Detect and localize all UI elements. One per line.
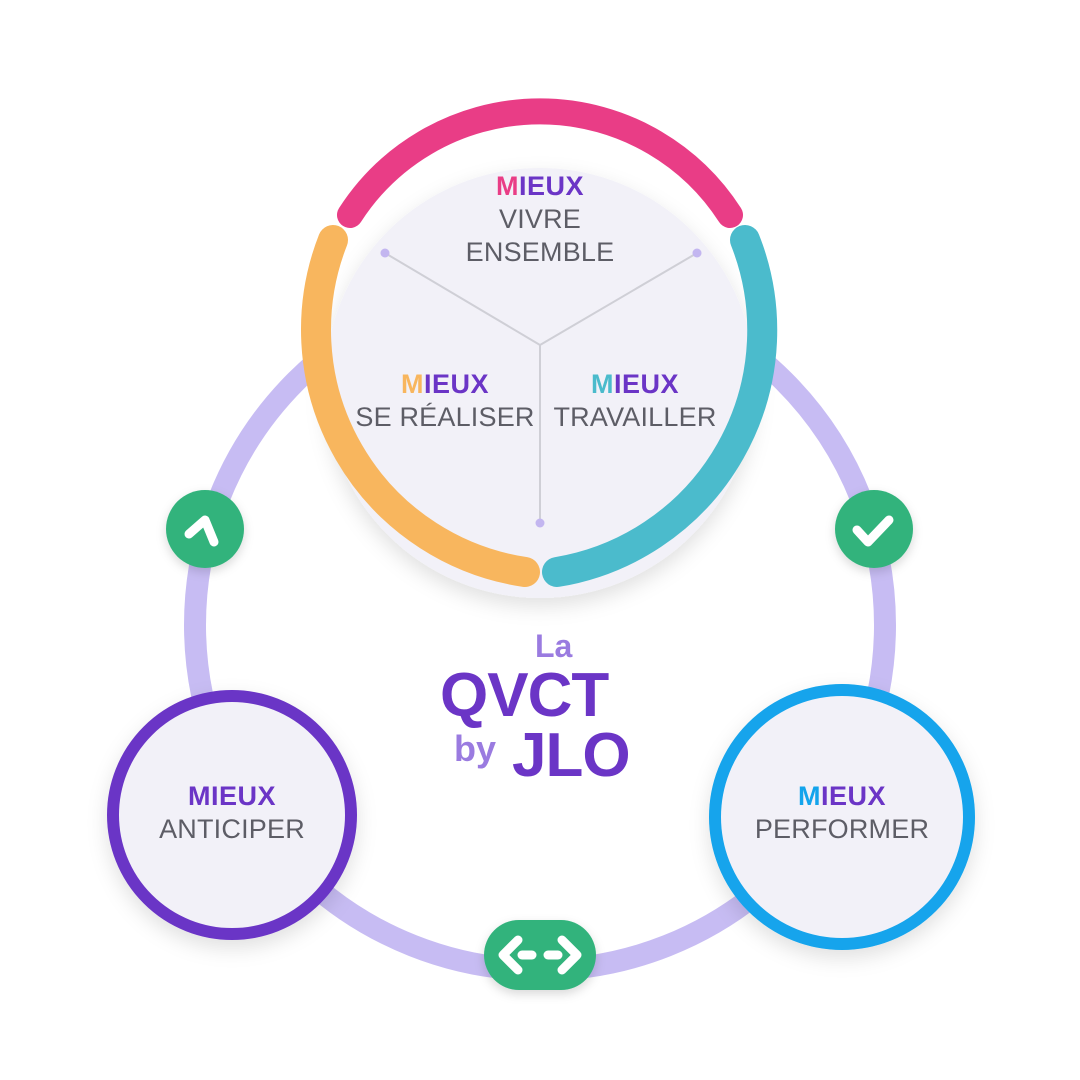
mieux-rest: IEUX <box>820 781 887 811</box>
mieux-heading: MIEUX <box>132 780 332 813</box>
label-travailler: MIEUX TRAVAILLER <box>535 368 735 434</box>
mieux-heading: MIEUX <box>420 170 660 203</box>
brand-logo: La QVCT by JLO <box>430 628 660 790</box>
arc-teal <box>542 225 778 587</box>
mieux-heading: MIEUX <box>737 780 947 813</box>
anticiper-circle <box>107 690 357 940</box>
badge-right <box>835 490 913 568</box>
mieux-rest: IEUX <box>613 369 680 399</box>
mieux-initial: M <box>187 781 211 811</box>
label-line: ANTICIPER <box>159 813 305 844</box>
y-connector-dots <box>380 248 702 528</box>
arc-pink <box>337 98 743 228</box>
mieux-initial: M <box>495 171 519 201</box>
check-icon <box>852 515 894 547</box>
mieux-rest: IEUX <box>423 369 490 399</box>
mieux-rest: IEUX <box>518 171 585 201</box>
brand-la: La <box>535 628 573 664</box>
label-line: VIVRE <box>498 203 582 234</box>
label-performer: MIEUX PERFORMER <box>737 780 947 846</box>
mieux-initial: M <box>590 369 614 399</box>
label-line: PERFORMER <box>754 813 930 844</box>
label-se-realiser: MIEUX SE RÉALISER <box>340 368 550 434</box>
mieux-initial: M <box>797 781 821 811</box>
label-line: SE RÉALISER <box>355 401 535 432</box>
brand-by: by <box>454 728 497 769</box>
brand-qvct: QVCT <box>440 661 609 730</box>
label-anticiper: MIEUX ANTICIPER <box>132 780 332 846</box>
mieux-rest: IEUX <box>210 781 277 811</box>
arc-orange <box>301 225 540 587</box>
label-vivre-ensemble: MIEUX VIVRE ENSEMBLE <box>420 170 660 269</box>
mieux-heading: MIEUX <box>340 368 550 401</box>
performer-circle <box>709 684 975 950</box>
label-line: ENSEMBLE <box>465 236 615 267</box>
label-line: TRAVAILLER <box>553 401 717 432</box>
badge-bottom <box>484 920 596 990</box>
brand-jlo: JLO <box>512 721 631 790</box>
double-arrow-icon <box>498 935 582 975</box>
mieux-heading: MIEUX <box>535 368 735 401</box>
mieux-initial: M <box>400 369 424 399</box>
chevron-up-icon <box>184 515 219 547</box>
y-connector <box>384 252 698 523</box>
